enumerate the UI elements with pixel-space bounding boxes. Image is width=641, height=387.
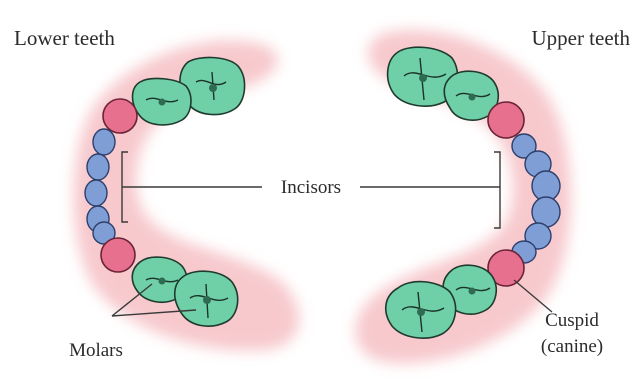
canine-label: (canine)	[541, 336, 603, 357]
lower-teeth-title: Lower teeth	[14, 26, 115, 50]
upper-molar-4	[386, 282, 456, 339]
lower-incisor-3	[85, 180, 107, 206]
molars-label: Molars	[69, 340, 123, 361]
incisors-label: Incisors	[281, 177, 341, 198]
right-bracket	[494, 152, 500, 228]
incisors-callout: Incisors	[122, 152, 500, 228]
cuspid-label: Cuspid	[545, 310, 599, 331]
lower-canine-top	[103, 99, 137, 133]
upper-teeth-title: Upper teeth	[531, 26, 630, 50]
lower-incisor-2	[87, 154, 109, 180]
upper-canine-top	[488, 102, 524, 138]
lower-incisor-1	[93, 129, 115, 155]
lower-canine-bottom	[101, 238, 135, 272]
upper-arch	[355, 30, 571, 363]
lower-arch	[74, 40, 300, 350]
lower-molar-4	[175, 271, 238, 326]
lower-molar-2	[133, 79, 191, 125]
cuspid-callout: Cuspid (canine)	[514, 280, 603, 357]
